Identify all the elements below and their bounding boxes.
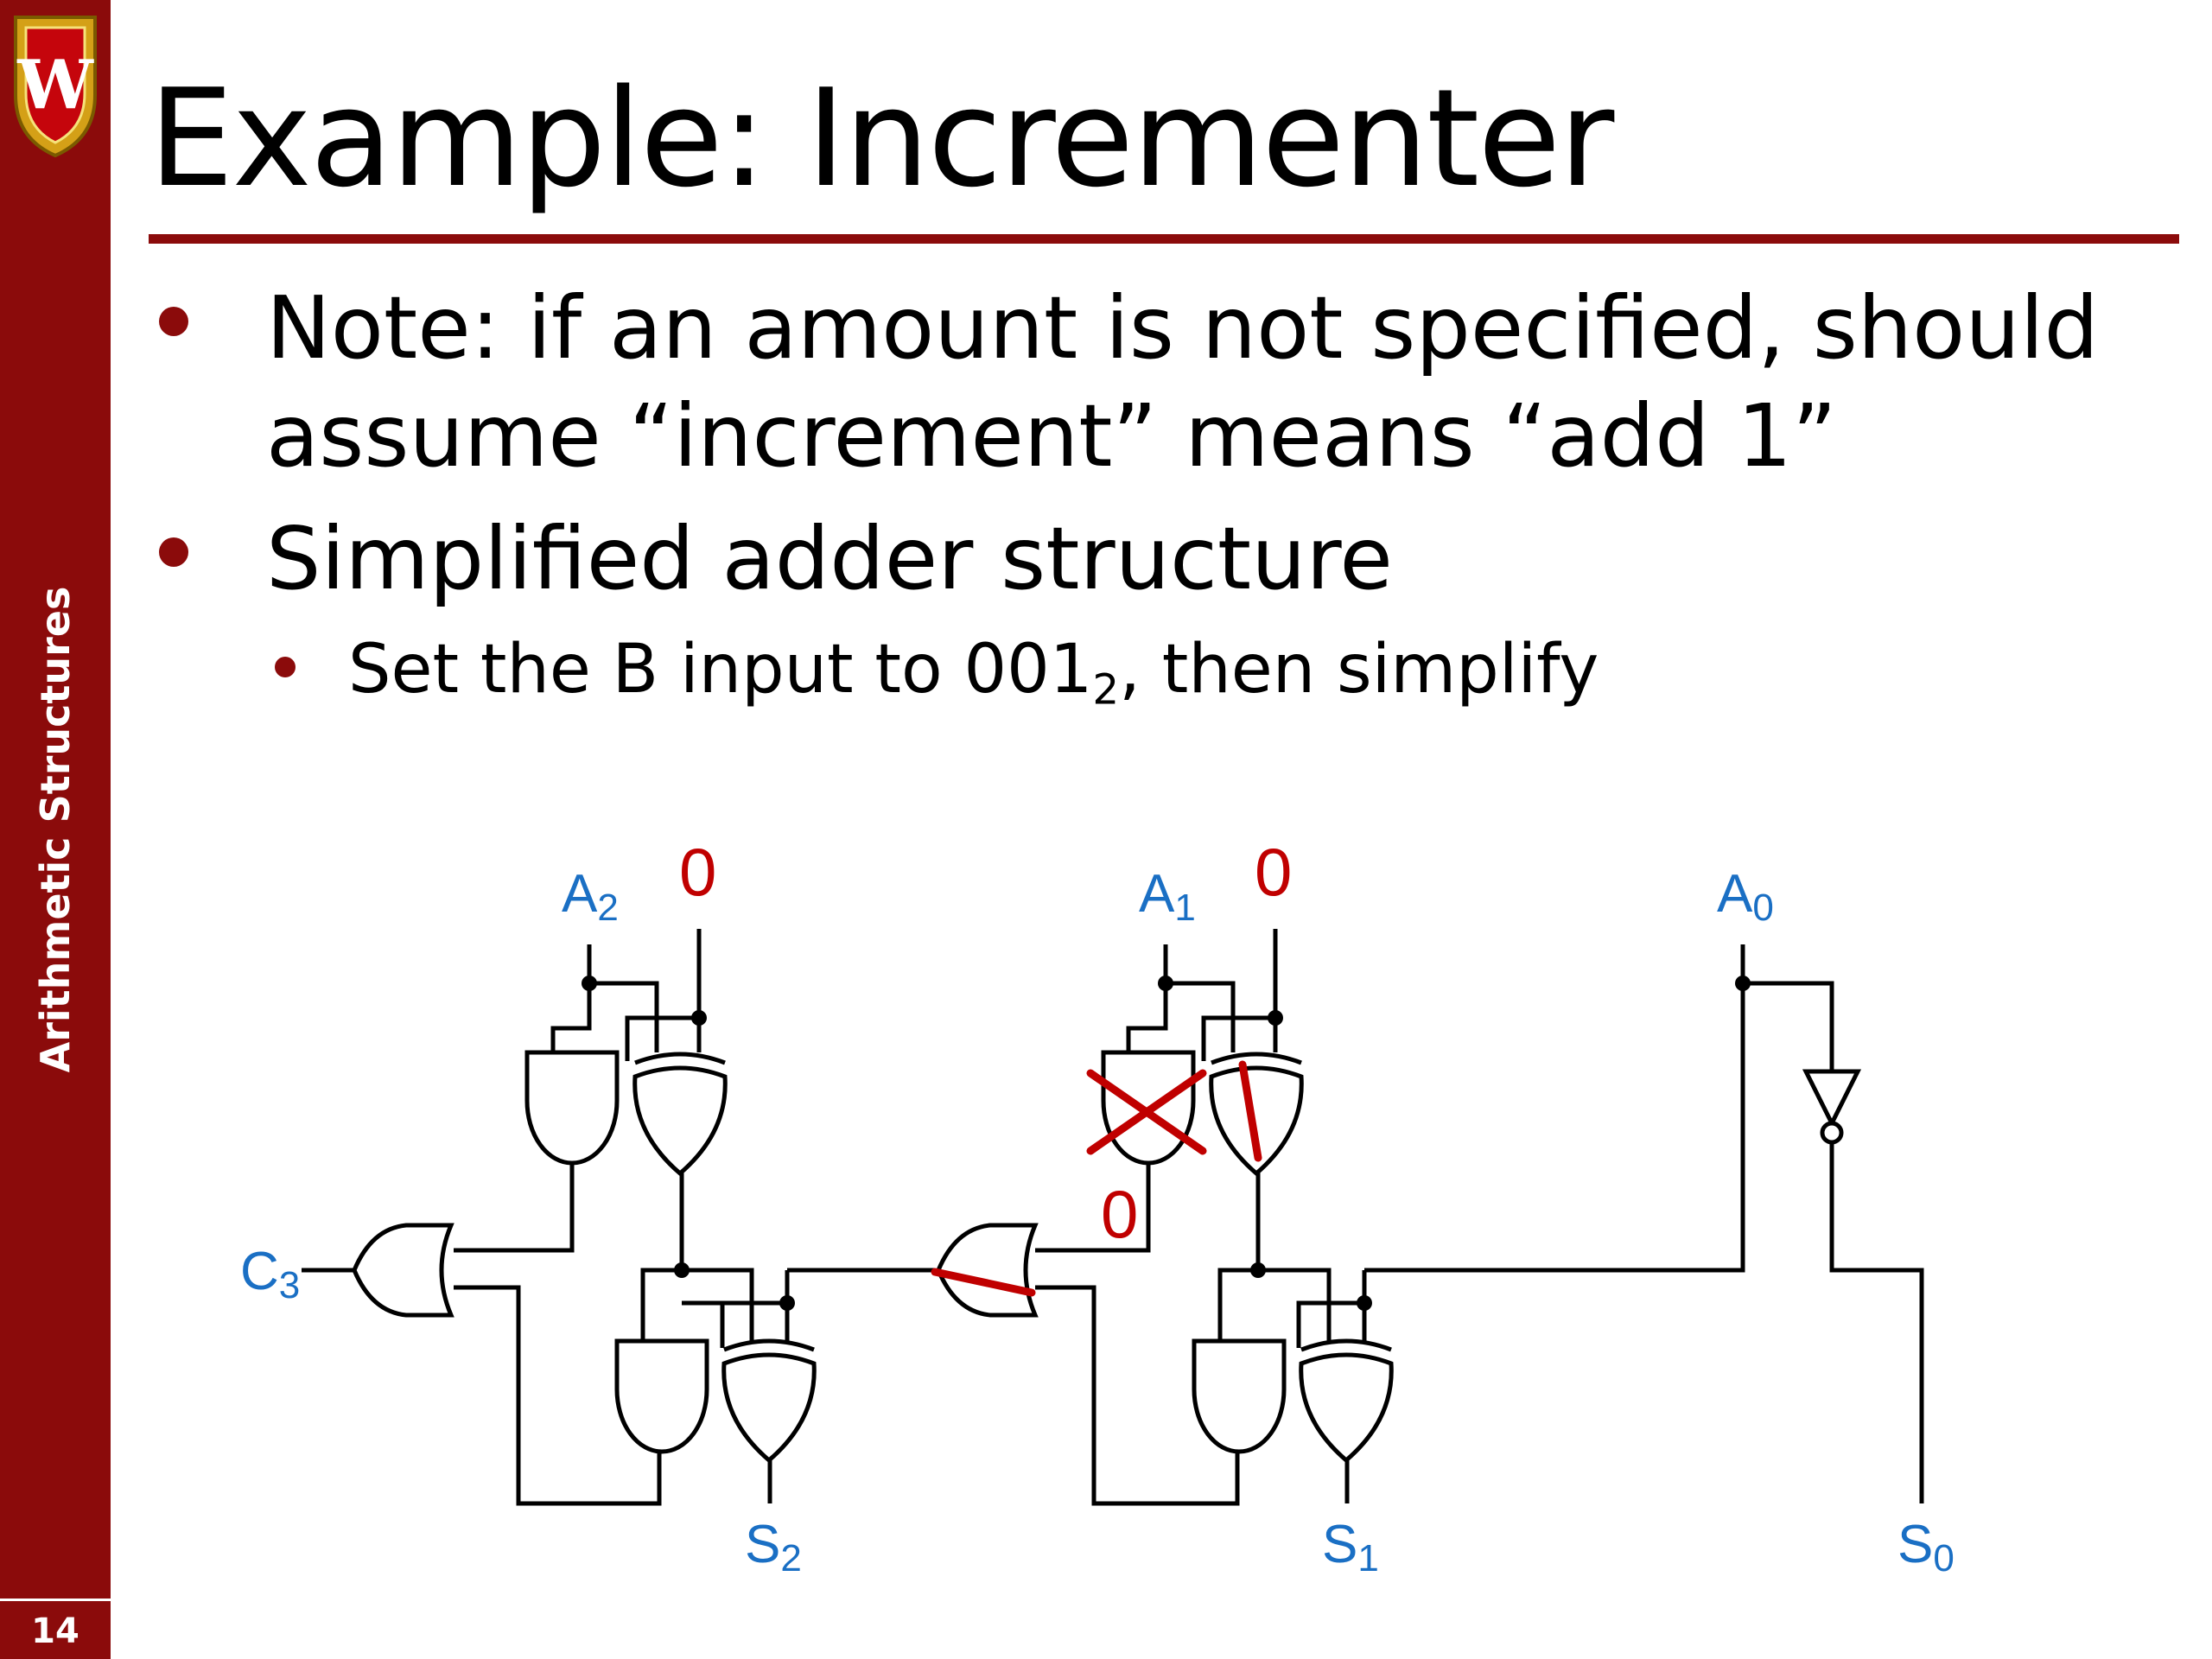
label-zero-and: 0 [1101,1176,1138,1252]
xor-to-wire-mark [1238,1060,1262,1162]
label-zero-b1: 0 [1255,834,1292,910]
bullet-1-line-1: Note: if an amount is not specified, sho… [266,277,2099,378]
label-c3: C3 [240,1242,300,1306]
xor-gate-bit1-lower [1301,1341,1392,1460]
sub-bullet-dot [275,657,296,677]
label-s1: S1 [1322,1515,1379,1580]
slide-title: Example: Incrementer [149,60,1614,217]
wire-junctions [582,976,1751,1311]
not-gate-bit0 [1802,1069,1862,1145]
and-gate-bit2-upper [527,1052,617,1163]
sub-bullet-subscript: 2 [1092,665,1120,715]
label-s2: S2 [745,1515,802,1580]
sidebar: W Arithmetic Structures 14 [0,0,111,1659]
bit1-wires [1035,929,1745,1506]
sub-bullet-text-end: , then simplify [1119,631,1599,709]
or-gate-bit1 [938,1225,1035,1315]
and-gate-bit2-lower [617,1341,707,1452]
and-gate-bit1-lower [1194,1341,1284,1452]
bit2-wires [302,929,935,1506]
university-crest-icon: W [14,16,97,158]
xor-gate-bit2-lower [724,1341,815,1460]
title-underline [149,234,2179,244]
label-zero-b2: 0 [679,834,716,910]
page-number-divider [0,1599,111,1601]
bullet-2: Simplified adder structure [266,508,1393,609]
bullet-1-line-2: assume “increment” means “add 1” [266,385,1837,486]
bullet-dot-1 [159,307,188,336]
label-s0: S0 [1897,1515,1955,1580]
xor-gate-bit2-upper [635,1054,726,1173]
label-a1: A1 [1139,864,1196,929]
or-gate-carry-out [354,1225,451,1315]
svg-text:W: W [16,46,94,124]
strike-and-gate-line-b [1086,1069,1207,1155]
sub-bullet: Set the B input to 0012, then simplify [348,626,1599,713]
page-number: 14 [31,1611,79,1651]
label-a2: A2 [562,864,619,929]
simplification-marks [931,1060,1262,1297]
or-to-wire-mark [931,1268,1036,1297]
bullet-dot-2 [159,537,188,567]
label-a0: A0 [1717,864,1774,929]
sub-bullet-text: Set the B input to 001 [348,631,1093,709]
bit0-wires [1743,981,1924,1503]
